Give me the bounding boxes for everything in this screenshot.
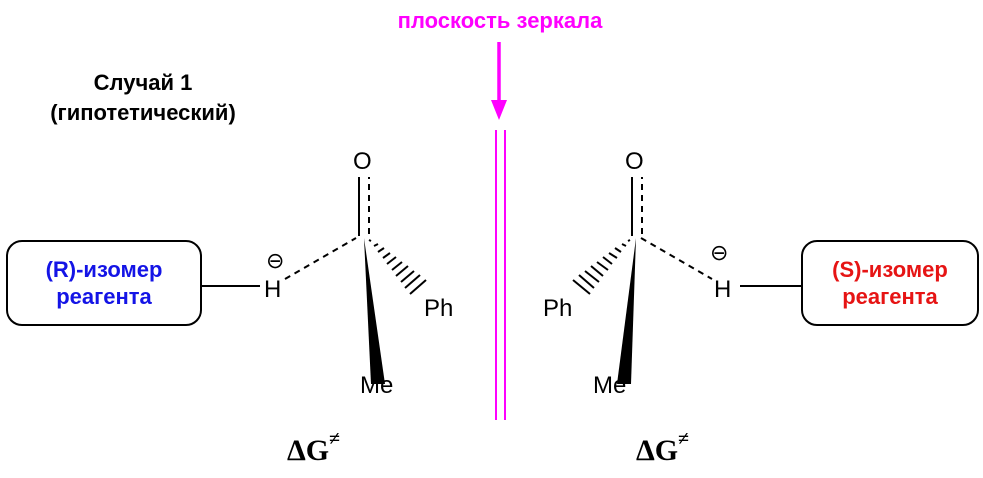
mirror-plane-label: плоскость зеркала	[397, 8, 603, 33]
right-oxygen-atom: O	[625, 148, 644, 175]
case-title: Случай 1 (гипотетический)	[18, 68, 268, 128]
left-phenyl-hashed-bond	[368, 239, 427, 295]
left-negative-charge: ⊖	[266, 248, 285, 273]
case-title-line1: Случай 1	[93, 70, 193, 95]
right-phenyl-hashed-bond	[572, 239, 631, 295]
r-reagent-line2: реагента	[56, 284, 152, 309]
right-methyl-wedge	[617, 238, 636, 384]
left-hydride-atom: H	[264, 276, 282, 303]
s-reagent-line1: (S)-изомер	[832, 257, 948, 282]
case-title-line2: (гипотетический)	[50, 100, 236, 125]
r-reagent-line1: (R)-изомер	[45, 257, 163, 282]
right-dg-sup: ≠	[678, 428, 690, 450]
left-methyl-wedge	[364, 238, 385, 384]
right-activation-energy: ΔG≠	[636, 428, 689, 468]
right-methyl-label: Me	[593, 372, 627, 399]
right-negative-charge: ⊖	[710, 240, 729, 265]
left-dg-sup: ≠	[329, 428, 341, 450]
right-phenyl-label: Ph	[543, 295, 573, 322]
r-reagent-box: (R)-изомер реагента	[6, 240, 202, 326]
left-dg-symbol: ΔG	[287, 434, 330, 467]
left-oxygen-atom: O	[353, 148, 372, 175]
left-methyl-label: Me	[360, 372, 394, 399]
right-hydride-dashed-bond	[640, 237, 713, 280]
s-reagent-line2: реагента	[842, 284, 938, 309]
left-hydride-dashed-bond	[284, 237, 357, 280]
left-phenyl-label: Ph	[424, 295, 454, 322]
right-dg-symbol: ΔG	[636, 434, 679, 467]
left-activation-energy: ΔG≠	[287, 428, 340, 468]
right-hydride-atom: H	[714, 276, 732, 303]
mirror-arrowhead	[491, 100, 507, 120]
s-reagent-box: (S)-изомер реагента	[801, 240, 979, 326]
